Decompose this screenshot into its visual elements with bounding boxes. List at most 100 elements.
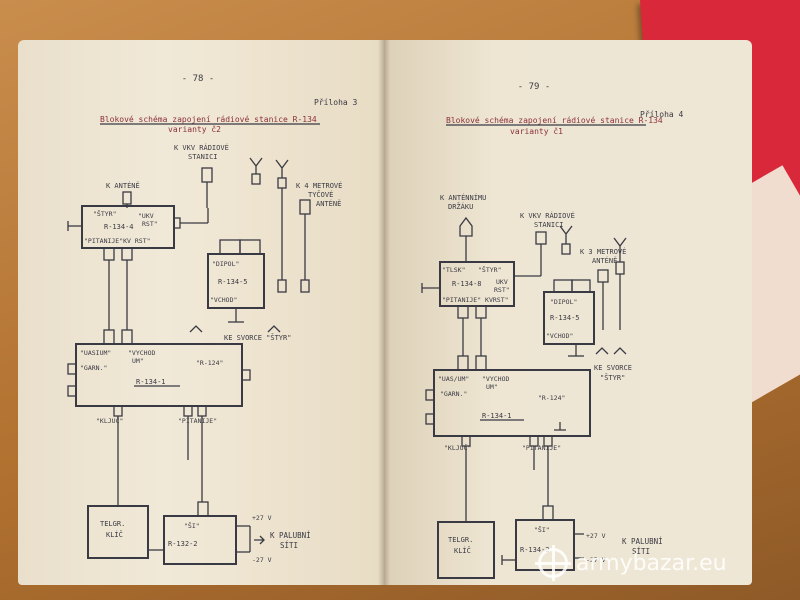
connector <box>219 239 241 255</box>
label-k-3m-2: ANTÉNĚ <box>592 256 617 265</box>
label-ke-svorce-1: KE SVORCE <box>594 364 632 372</box>
label-minus27: -27 V <box>252 556 272 564</box>
right-diagram: - 79 - Příloha 4 Blokové schéma zapojení… <box>421 82 684 579</box>
label-k-palubni: K PALUBNÍ <box>622 537 663 546</box>
label-r124: "R-124" <box>538 394 565 402</box>
label-r132-2: R-132-2 <box>168 540 198 548</box>
label-vchod: "VCHOD" <box>210 296 237 304</box>
label-k-4m-1: K 4 METROVÉ <box>296 181 342 190</box>
label-um: UM" <box>132 357 144 365</box>
diagram-subtitle: varianty č2 <box>168 124 221 134</box>
label-r134-1: R-134-1 <box>482 412 512 420</box>
label-klic: KLÍČ <box>454 546 471 555</box>
label-pitanije: "PITANIJE" <box>522 444 561 452</box>
antenna-icon <box>249 157 263 174</box>
connector <box>197 405 207 417</box>
diagram-subtitle: varianty č1 <box>510 126 563 136</box>
left-page: - 78 - Příloha 3 Blokové schéma zapojení… <box>18 40 384 585</box>
ground-icon <box>554 422 566 431</box>
antenna-connector <box>122 191 132 205</box>
connector <box>553 279 573 293</box>
label-si: "ŠI" <box>184 521 200 530</box>
right-page: - 79 - Příloha 4 Blokové schéma zapojení… <box>384 40 752 585</box>
connector <box>542 505 554 521</box>
connector <box>597 269 609 283</box>
label-ukv: "UKV <box>138 212 154 220</box>
label-uas-um: "UAS/UM" <box>438 375 469 383</box>
connector <box>121 329 133 345</box>
page-number: - 79 - <box>518 82 551 92</box>
label-k-palubni: K PALUBNÍ <box>270 531 311 540</box>
connector <box>67 363 77 375</box>
connector <box>239 239 261 255</box>
label-garn: "GARN." <box>440 390 467 398</box>
label-k-vkv-2: STANICI <box>534 221 564 229</box>
connector <box>299 199 311 215</box>
connector <box>113 405 123 417</box>
label-telgr: TELGR. <box>448 536 473 544</box>
label-k-vkv-1: K VKV RÁDIOVÉ <box>174 143 229 152</box>
connector <box>103 329 115 345</box>
label-vychod: "VYCHOD <box>128 349 155 357</box>
vkv-connector <box>201 167 213 183</box>
label-r134-4: R-134-4 <box>104 223 134 231</box>
label-dipol: "DIPOL" <box>212 260 239 268</box>
label-r134-5: R-134-5 <box>550 314 580 322</box>
connector <box>67 385 77 397</box>
connector <box>475 305 487 319</box>
antenna-connector <box>277 177 287 189</box>
arrow-icon <box>189 325 203 333</box>
label-k-3m-1: K 3 METROVÉ <box>580 247 626 256</box>
label-pitanije-kvrst: "PITANIJE" KVRST" <box>442 296 509 304</box>
label-dipol: "DIPOL" <box>550 298 577 306</box>
label-k-vkv-1: K VKV RÁDIOVÉ <box>520 211 575 220</box>
crosshair-icon <box>535 545 571 581</box>
vkv-connector <box>535 231 547 245</box>
label-r134-8: R-134-8 <box>452 280 482 288</box>
label-vychod: "VYCHOD <box>482 375 509 383</box>
connector <box>425 389 435 401</box>
antenna-icon <box>275 159 289 178</box>
arrow-icon <box>254 535 265 545</box>
block-r134-5 <box>543 291 595 345</box>
label-uasium: "UASIUM" <box>80 349 111 357</box>
block-r132-2 <box>163 515 237 565</box>
connector <box>457 305 469 319</box>
antenna-mount-icon <box>459 216 473 237</box>
connector <box>457 355 469 371</box>
connector <box>241 369 251 381</box>
antenna-icon <box>559 225 573 244</box>
label-rst: RST" <box>142 220 158 228</box>
block-r134-1 <box>433 369 591 437</box>
connector <box>475 355 487 371</box>
label-um: UM" <box>486 383 498 391</box>
label-ke-svorce-2: "ŠTYR" <box>600 373 625 382</box>
label-r124: "R-124" <box>196 359 223 367</box>
connector <box>103 247 115 261</box>
label-garn: "GARN." <box>80 364 107 372</box>
connector <box>277 279 287 293</box>
label-pitanije-kv: "PITANIJE"KV RST" <box>84 237 151 245</box>
antenna-icon <box>613 237 627 262</box>
label-styr: "ŠTYR" <box>93 209 116 218</box>
label-ukv: UKV <box>496 278 508 286</box>
label-r134-5: R-134-5 <box>218 278 248 286</box>
connector <box>183 405 193 417</box>
arrow-icon <box>613 347 627 355</box>
connector <box>197 501 209 517</box>
label-k-vkv-2: STANICI <box>188 153 218 161</box>
label-siti: SÍTI <box>632 547 650 556</box>
antenna-connector <box>561 243 571 255</box>
arrow-icon <box>267 325 281 333</box>
connector <box>121 247 133 261</box>
label-plus27: +27 V <box>252 514 272 522</box>
label-kljuc: "KLJUČ" <box>444 443 471 452</box>
label-r134-2: R-134-2 <box>520 546 550 554</box>
label-r134-1: R-134-1 <box>136 378 166 386</box>
label-rst: RST" <box>494 286 510 294</box>
diagram-title: Blokové schéma zapojení rádiové stanice … <box>100 114 317 124</box>
arrow-icon <box>595 347 609 355</box>
label-k-4m-3: ANTÉNĚ <box>316 199 341 208</box>
label-si: "ŠI" <box>534 525 550 534</box>
